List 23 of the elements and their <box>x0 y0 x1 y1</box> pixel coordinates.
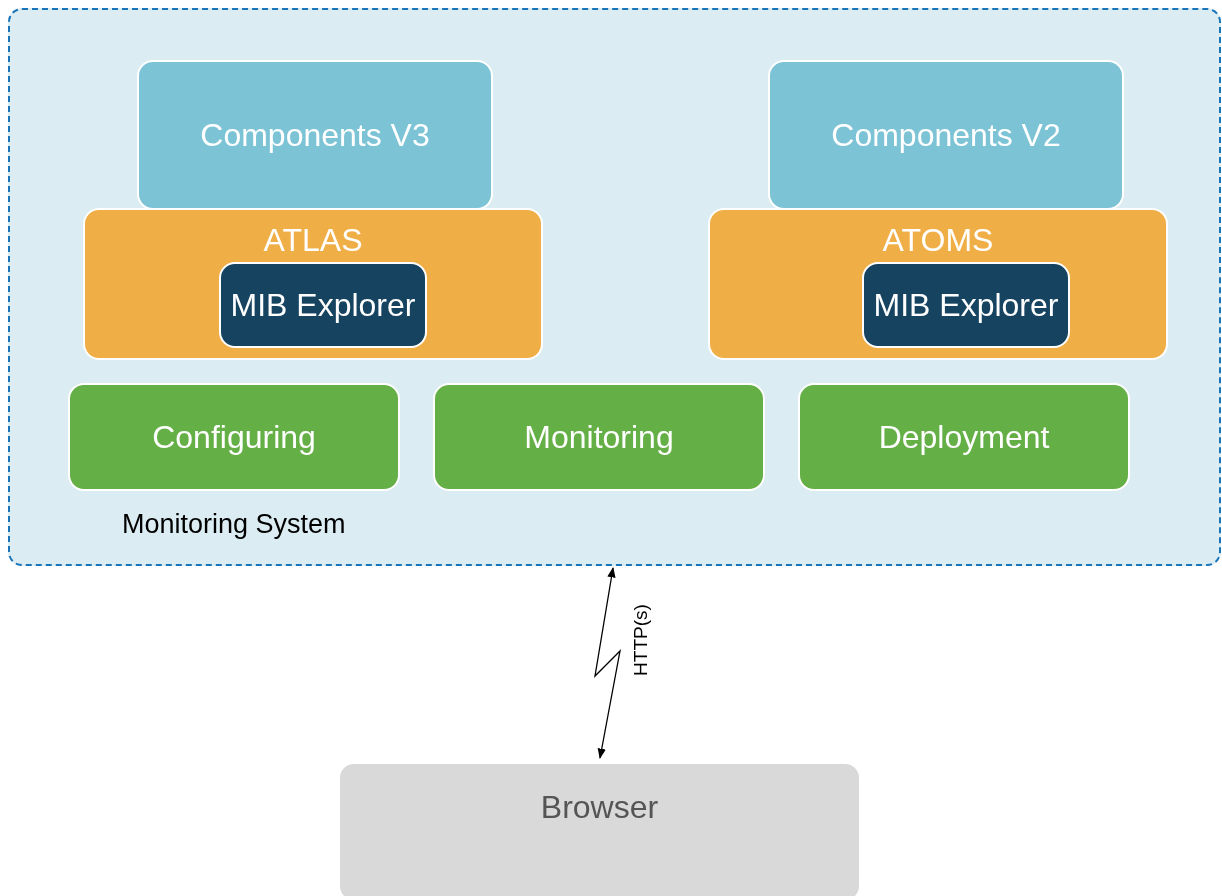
node-label: MIB Explorer <box>873 286 1059 325</box>
module-box <box>708 208 1168 360</box>
module-box <box>83 208 543 360</box>
function-box <box>798 383 1130 491</box>
node-label: ATOMS <box>882 221 994 260</box>
node-label: ATLAS <box>263 221 363 260</box>
system-container <box>8 8 1221 566</box>
explorer-box <box>219 262 427 348</box>
function-box <box>433 383 765 491</box>
function-box <box>68 383 400 491</box>
component-box <box>137 60 493 210</box>
node-label: Components V2 <box>831 116 1061 155</box>
node-label: Components V3 <box>200 116 430 155</box>
node-label: Configuring <box>152 418 316 457</box>
explorer-box <box>862 262 1070 348</box>
component-box <box>768 60 1124 210</box>
client-box <box>338 762 861 896</box>
node-label: Monitoring <box>524 418 674 457</box>
node-label: MIB Explorer <box>230 286 416 325</box>
node-label: Browser <box>540 788 659 827</box>
container-label: Monitoring System <box>122 508 346 541</box>
edge-label: HTTP(s) <box>630 604 652 676</box>
node-label: Deployment <box>878 418 1050 457</box>
